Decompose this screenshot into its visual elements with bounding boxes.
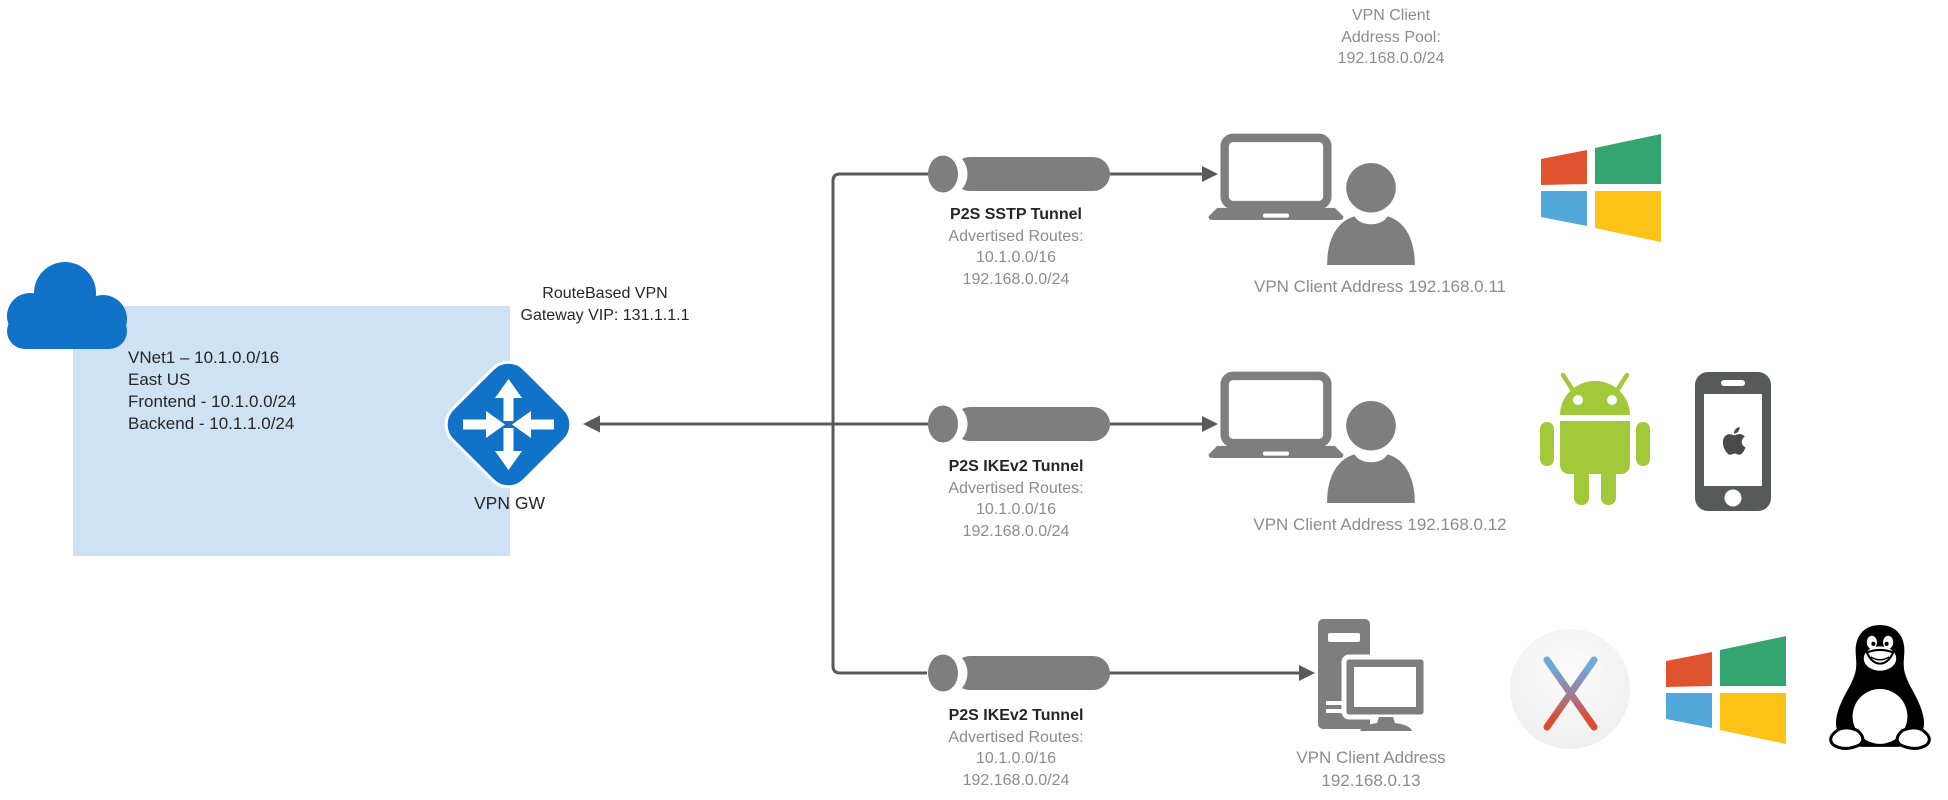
client-3-address: VPN Client Address 192.168.0.13 [1246, 746, 1496, 792]
android-robot-icon [1540, 372, 1650, 505]
pool-line-3: 192.168.0.0/24 [1337, 50, 1445, 67]
tunnel-3-labels: P2S IKEv2 Tunnel Advertised Routes: 10.1… [886, 705, 1146, 791]
tunnel-3-route-1: 10.1.0.0/16 [975, 750, 1057, 767]
windows-logo-icon [1541, 134, 1661, 242]
tunnel-cylinder-icon-1 [928, 153, 1110, 195]
tunnel-2-routes-label: Advertised Routes: [948, 479, 1084, 497]
tunnel-1-route-2: 192.168.0.0/24 [962, 270, 1070, 288]
client-1-address: VPN Client Address 192.168.0.11 [1253, 277, 1506, 296]
apple-logo-icon [1722, 427, 1746, 455]
laptop-icon [1208, 133, 1344, 220]
arrow-to-gateway-icon [583, 415, 600, 433]
tunnel-1-routes-label: Advertised Routes: [948, 227, 1084, 245]
tunnel-2-route-2: 192.168.0.0/24 [962, 522, 1070, 540]
arrow-to-client1-icon [1202, 166, 1218, 182]
vpn-gateway-router-icon [444, 360, 573, 489]
tunnel-3-title: P2S IKEv2 Tunnel [948, 707, 1084, 724]
vnet-cidr: VNet1 – 10.1.0.0/16 [128, 348, 280, 367]
pool-line-1: VPN Client [1351, 7, 1431, 24]
tunnel-2-route-1: 10.1.0.0/16 [975, 501, 1057, 518]
cloud-icon [7, 262, 127, 349]
pool-line-2: Address Pool: [1341, 28, 1441, 46]
tunnel-1-title: P2S SSTP Tunnel [950, 206, 1082, 223]
client-address-pool: VPN Client Address Pool: 192.168.0.0/24 [1266, 5, 1516, 70]
client-3-address-line-1: VPN Client Address [1296, 748, 1446, 767]
tunnel-cylinder-icon-3 [928, 652, 1110, 694]
tunnel-cylinder-icon-2 [928, 403, 1110, 445]
windows-logo-icon [1666, 636, 1786, 744]
gateway-info: RouteBased VPN Gateway VIP: 131.1.1.1 [455, 283, 755, 326]
laptop-icon [1208, 371, 1344, 458]
vnet-info: VNet1 – 10.1.0.0/16 East US Frontend - 1… [128, 347, 448, 435]
tunnel-2-labels: P2S IKEv2 Tunnel Advertised Routes: 10.1… [886, 456, 1146, 542]
user-icon [1327, 162, 1415, 265]
linux-tux-icon [1829, 625, 1931, 750]
arrow-to-client2-icon [1202, 416, 1218, 432]
client-3-address-line-2: 192.168.0.13 [1321, 771, 1421, 790]
iphone-apple-icon [1695, 372, 1771, 511]
client-2-address: VPN Client Address 192.168.0.12 [1253, 515, 1507, 534]
gateway-type: RouteBased VPN [542, 285, 668, 302]
tunnel-3-routes-label: Advertised Routes: [948, 728, 1084, 746]
tunnel-1-labels: P2S SSTP Tunnel Advertised Routes: 10.1.… [886, 204, 1146, 290]
tunnel-3-route-2: 192.168.0.0/24 [962, 771, 1070, 789]
macos-x-icon [1510, 629, 1630, 749]
tunnel-1-route-1: 10.1.0.0/16 [975, 249, 1057, 266]
vnet-frontend-subnet: Frontend - 10.1.0.0/24 [128, 392, 297, 411]
vnet-box [73, 306, 510, 556]
arrowheads [583, 166, 1315, 681]
user-icon [1327, 400, 1415, 503]
vnet-backend-subnet: Backend - 10.1.1.0/24 [128, 414, 295, 433]
vnet-region: East US [128, 370, 191, 389]
tunnel-2-title: P2S IKEv2 Tunnel [948, 458, 1084, 475]
gateway-label: VPN GW [474, 493, 545, 513]
desktop-computer-icon [1318, 619, 1428, 731]
gateway-vip: Gateway VIP: 131.1.1.1 [520, 306, 690, 324]
arrow-to-client3-icon [1299, 665, 1315, 681]
